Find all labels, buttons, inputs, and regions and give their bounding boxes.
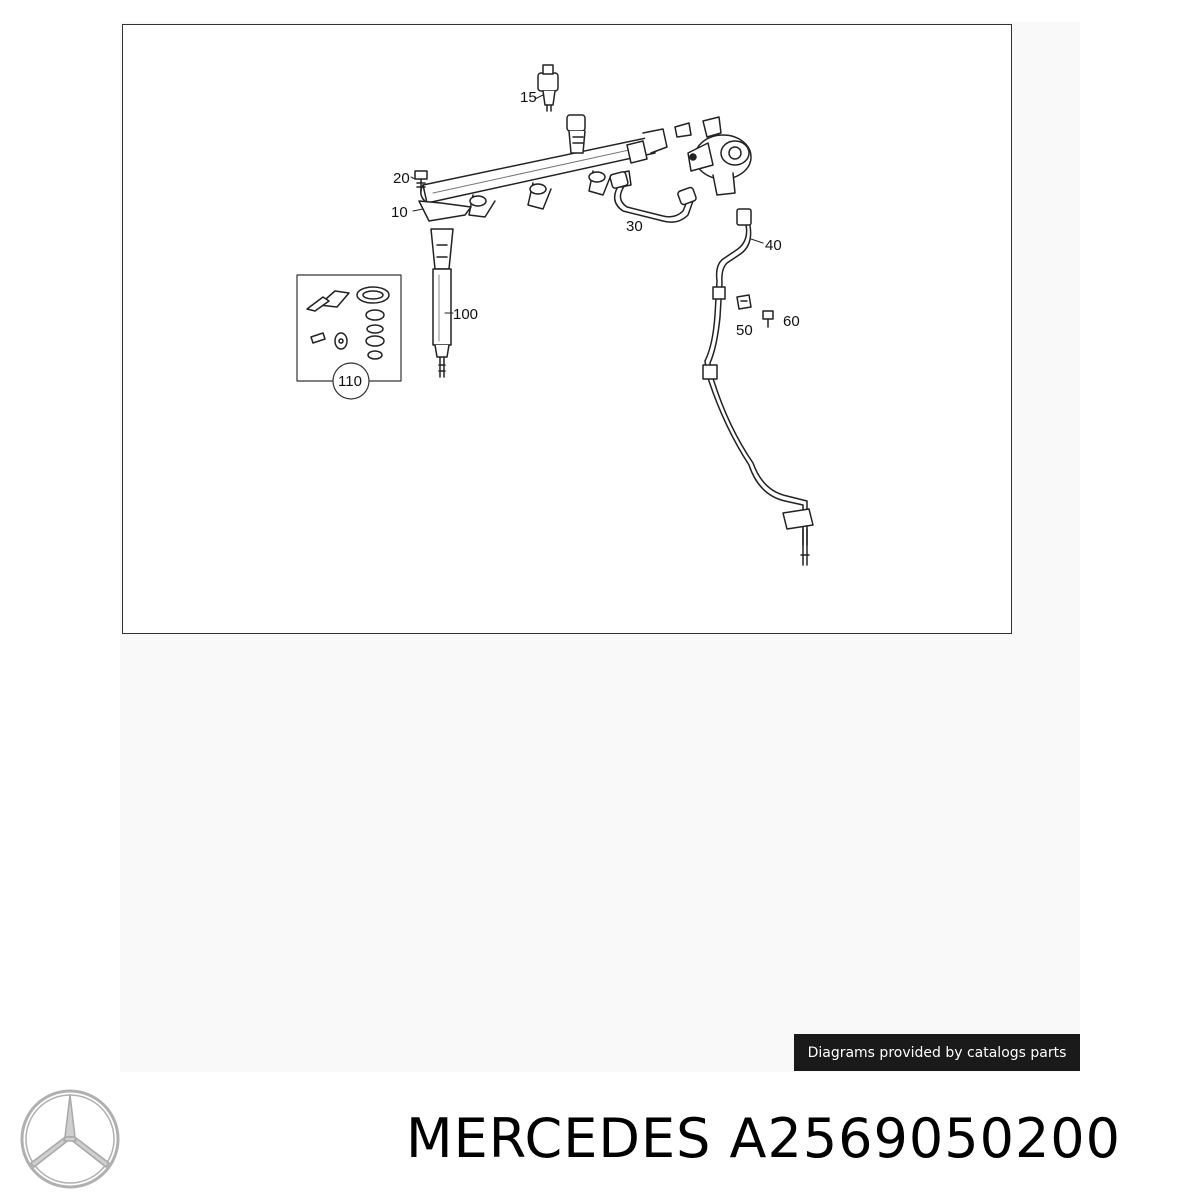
- clamp-bolt: [762, 310, 774, 328]
- callout-50: 50: [736, 322, 753, 339]
- clamp: [736, 294, 752, 310]
- fuel-line-30: [609, 171, 697, 223]
- diagram-credit: Diagrams provided by catalogs parts: [794, 1034, 1080, 1071]
- parts-diagram: 15 20 10 30 40 50 60 100 110: [122, 24, 1012, 634]
- callout-110: 110: [338, 373, 362, 390]
- callout-20: 20: [393, 170, 410, 187]
- rail-sensor: [566, 114, 586, 154]
- callout-10: 10: [391, 204, 408, 221]
- pressure-sensor: [537, 64, 559, 112]
- fuel-injector: [430, 228, 454, 378]
- callout-15: 15: [520, 89, 537, 106]
- callout-40: 40: [765, 237, 782, 254]
- bolt: [414, 170, 428, 192]
- kit-callout-circle: [332, 362, 370, 400]
- seal-kit: [296, 274, 402, 382]
- mercedes-star-icon: [18, 1087, 122, 1196]
- part-number: A2569050200: [729, 1107, 1122, 1170]
- callout-60: 60: [783, 313, 800, 330]
- brand-name: MERCEDES: [406, 1107, 712, 1170]
- callout-100: 100: [453, 306, 478, 323]
- high-pressure-pump: [674, 116, 752, 196]
- part-title: MERCEDES A2569050200: [406, 1104, 1196, 1174]
- parts-diagram-drawing: 15 20 10 30 40 50 60 100 110: [296, 64, 814, 566]
- fuel-rail: [418, 128, 668, 222]
- fuel-line-40: [702, 208, 814, 566]
- callout-30: 30: [626, 218, 643, 235]
